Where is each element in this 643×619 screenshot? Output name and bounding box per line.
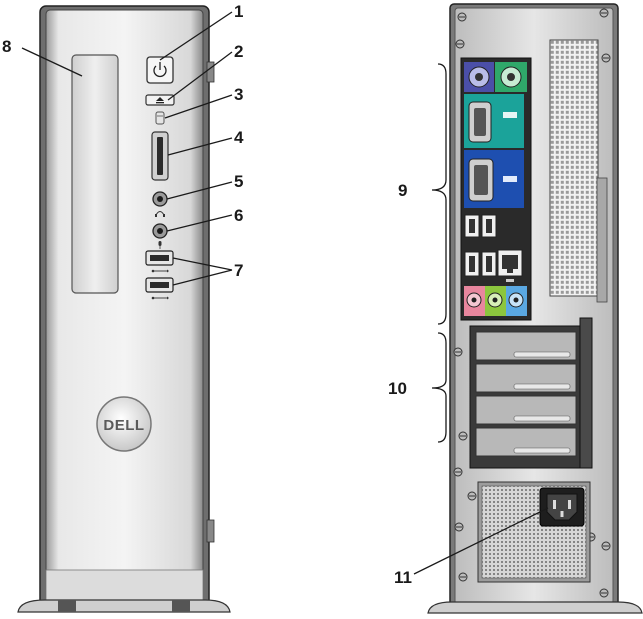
usb-icon	[151, 269, 169, 273]
callout-3: 3	[234, 85, 243, 104]
rear-usb-port[interactable]	[481, 214, 497, 238]
microphone-connector[interactable]	[152, 223, 168, 239]
drive-activity-icon	[155, 111, 165, 125]
optical-drive-bay	[71, 54, 119, 294]
audio-line-in-connector[interactable]	[506, 286, 527, 316]
power-icon	[153, 62, 167, 78]
expansion-card-slots	[469, 317, 593, 469]
leader-line-4	[167, 137, 233, 156]
chassis-screw	[454, 522, 464, 532]
leader-line-2	[167, 51, 233, 101]
dell-logo: DELL	[96, 396, 152, 452]
expansion-slot-latch[interactable]	[579, 317, 593, 469]
callout-4: 4	[234, 128, 244, 147]
leader-line-8	[21, 47, 83, 77]
headphone-icon	[155, 211, 165, 217]
callout-5: 5	[234, 172, 243, 191]
network-icon	[506, 279, 514, 282]
microphone-icon	[158, 241, 162, 249]
network-connector[interactable]	[497, 249, 523, 277]
front-foot-right	[172, 600, 190, 612]
media-card-reader[interactable]	[151, 131, 169, 181]
leader-line-11	[413, 507, 549, 575]
chassis-screw	[453, 347, 463, 357]
audio-mic-connector[interactable]	[464, 286, 485, 316]
power-connector[interactable]	[539, 487, 585, 527]
callout-6: 6	[234, 206, 243, 225]
callout-1: 1	[234, 2, 243, 21]
dell-logo-text: DELL	[103, 417, 144, 434]
expansion-slot-cover[interactable]	[475, 331, 577, 361]
front-usb-port-top[interactable]	[145, 250, 174, 266]
side-latch-bottom	[206, 519, 215, 543]
front-stand	[17, 599, 231, 613]
chassis-screw	[601, 53, 611, 63]
eject-button[interactable]	[145, 94, 175, 106]
expansion-slot-cover[interactable]	[475, 427, 577, 457]
ps2-mouse-connector[interactable]	[495, 62, 527, 92]
rear-usb-port[interactable]	[464, 214, 480, 238]
front-view: DELL	[17, 5, 231, 613]
side-latch-top	[206, 61, 215, 83]
rear-view	[427, 3, 643, 614]
rear-side-rail	[596, 177, 608, 303]
chassis-screw	[455, 39, 465, 49]
chassis-screw	[458, 572, 468, 582]
leader-line-7b	[172, 269, 233, 286]
callout-11: 11	[394, 568, 412, 587]
front-bottom-section	[45, 569, 204, 603]
callout-10: 10	[388, 379, 407, 398]
power-button[interactable]	[146, 56, 174, 84]
expansion-slot-cover[interactable]	[475, 395, 577, 425]
rear-stand	[427, 601, 643, 614]
chassis-screw	[458, 431, 468, 441]
front-usb-port-bottom[interactable]	[145, 277, 174, 293]
chassis-screw	[599, 8, 609, 18]
serial-connector[interactable]	[464, 94, 524, 148]
leader-line-7a	[172, 257, 233, 271]
chassis-screw	[599, 588, 609, 598]
leader-line-1	[159, 11, 233, 61]
leader-line-6	[166, 214, 233, 232]
front-foot-left	[58, 600, 76, 612]
bracket-back-panel	[431, 63, 447, 325]
callout-9: 9	[398, 181, 407, 200]
back-panel-connectors	[460, 57, 532, 321]
front-bezel	[45, 9, 204, 603]
vga-connector[interactable]	[464, 150, 524, 208]
usb-icon	[151, 296, 169, 300]
audio-line-out-connector[interactable]	[485, 286, 506, 316]
headphone-connector[interactable]	[152, 191, 168, 207]
ps2-keyboard-connector[interactable]	[464, 62, 494, 92]
eject-icon	[156, 97, 164, 104]
bracket-expansion-slots	[431, 332, 447, 443]
callout-8: 8	[2, 37, 11, 56]
leader-line-3	[164, 94, 233, 119]
chassis-screw	[601, 541, 611, 551]
rear-usb-port[interactable]	[464, 251, 480, 277]
chassis-screw	[453, 467, 463, 477]
expansion-slot-cover[interactable]	[475, 363, 577, 393]
callout-2: 2	[234, 42, 243, 61]
leader-line-5	[166, 181, 233, 200]
callout-7: 7	[234, 261, 243, 280]
chassis-screw	[467, 491, 477, 501]
rear-vent-grille	[549, 39, 599, 297]
chassis-screw	[457, 12, 467, 22]
rear-usb-port[interactable]	[481, 251, 497, 277]
